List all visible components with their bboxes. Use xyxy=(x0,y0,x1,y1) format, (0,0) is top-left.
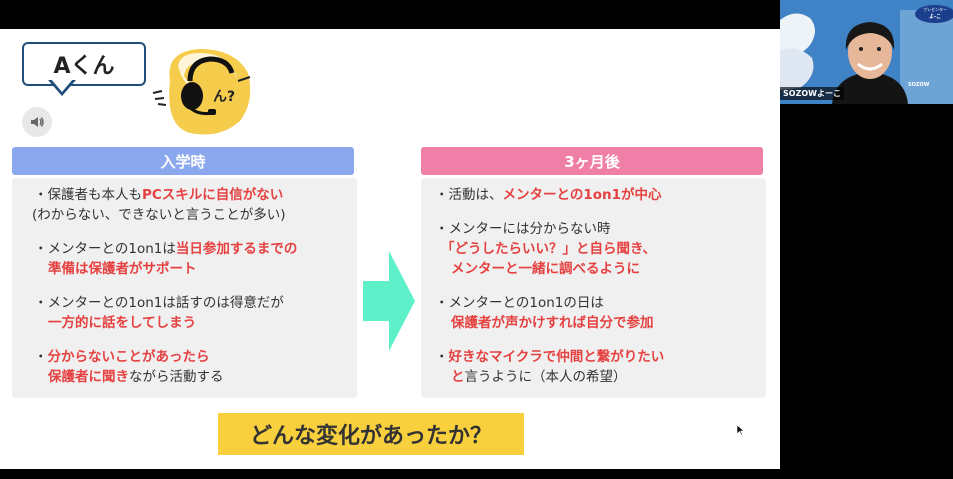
item-text: ・メンターとの1on1の日は xyxy=(435,295,604,311)
list-item: ・保護者も本人もPCスキルに自信がない xyxy=(34,185,283,205)
list-item: 一方的に話をしてしまう xyxy=(48,313,196,333)
after-panel: ・活動は、メンターとの1on1が中心 ・メンターには分からない時 「どうしたらい… xyxy=(421,178,766,398)
presentation-slide: Aくん ん? 入学時 3ヶ月後 ・保護者も本人もPCスキルに自信がない (わから… xyxy=(0,29,780,469)
list-item: 「どうしたらいい？」と自ら聞き、 xyxy=(441,239,656,259)
after-heading: 3ヶ月後 xyxy=(421,147,763,175)
item-highlight: 当日参加するまでの xyxy=(175,241,298,257)
headset-avatar-icon: ん? xyxy=(152,49,251,135)
item-text: ・保護者も本人も xyxy=(34,187,142,203)
arrow-right-icon xyxy=(363,251,415,351)
speech-label: Aくん xyxy=(53,54,115,79)
brand-logo: SOZOW xyxy=(908,82,930,88)
item-highlight: 準備は保護者がサポート xyxy=(48,261,197,277)
item-text: ・ xyxy=(435,349,449,365)
participant-video-frame: プレゼンター よ-こ SOZOW xyxy=(780,0,953,104)
before-heading-text: 入学時 xyxy=(160,152,206,171)
item-highlight: メンターとの1on1が中心 xyxy=(502,187,662,203)
before-panel: ・保護者も本人もPCスキルに自信がない (わからない、できないと言うことが多い)… xyxy=(12,178,357,398)
item-highlight: 一方的に話をしてしまう xyxy=(48,315,197,331)
item-text: 言うように（本人の希望） xyxy=(464,369,627,385)
presenter-badge-mark: よ-こ xyxy=(929,13,941,20)
item-highlight: メンターと一緒に調べるように xyxy=(451,261,640,277)
item-text: ながら活動する xyxy=(129,369,224,385)
item-highlight: 分からないことがあったら xyxy=(47,349,210,365)
speech-tail-inner xyxy=(51,79,73,92)
after-heading-text: 3ヶ月後 xyxy=(564,152,620,171)
list-item: 保護者に聞きながら活動する xyxy=(48,367,224,387)
item-text: ・メンターとの1on1は話すのは得意だが xyxy=(34,295,284,311)
item-highlight: 「どうしたらいい？」と自ら聞き、 xyxy=(441,241,657,257)
speech-bubble: Aくん xyxy=(22,42,146,86)
list-item: ・分からないことがあったら xyxy=(34,347,210,367)
avatar-mark: ん? xyxy=(213,89,235,105)
question-text: どんな変化があったか？ xyxy=(249,424,492,449)
item-highlight: PCスキルに自信がない xyxy=(142,187,284,203)
item-text: ・ xyxy=(34,349,48,365)
item-highlight: 保護者が声かけすれば自分で参加 xyxy=(451,315,654,331)
item-highlight: 好きなマイクラで仲間と繋がりたい xyxy=(448,349,665,365)
item-text: ・活動は、 xyxy=(435,187,503,203)
speaker-button[interactable] xyxy=(22,107,52,137)
list-item: ・好きなマイクラで仲間と繋がりたい xyxy=(435,347,664,367)
item-highlight: と xyxy=(451,369,465,385)
list-item: ・メンターとの1on1は当日参加するまでの xyxy=(34,239,297,259)
list-item: ・メンターには分からない時 xyxy=(435,219,611,239)
list-item: と言うように（本人の希望） xyxy=(451,367,627,387)
question-banner: どんな変化があったか？ xyxy=(218,413,524,455)
before-heading: 入学時 xyxy=(12,147,354,175)
list-item: ・活動は、メンターとの1on1が中心 xyxy=(435,185,662,205)
item-highlight: 保護者に聞き xyxy=(48,369,129,385)
list-item: (わからない、できないと言うことが多い) xyxy=(32,205,286,225)
item-text: (わからない、できないと言うことが多い) xyxy=(32,207,286,223)
item-text: ・メンターには分からない時 xyxy=(435,221,611,237)
list-item: ・メンターとの1on1の日は xyxy=(435,293,604,313)
participant-video[interactable]: プレゼンター よ-こ SOZOW xyxy=(780,0,953,104)
list-item: ・メンターとの1on1は話すのは得意だが xyxy=(34,293,284,313)
list-item: 保護者が声かけすれば自分で参加 xyxy=(451,313,654,333)
list-item: 準備は保護者がサポート xyxy=(48,259,197,279)
cursor-icon xyxy=(737,425,745,435)
item-text: ・メンターとの1on1は xyxy=(34,241,176,257)
list-item: メンターと一緒に調べるように xyxy=(451,259,640,279)
speaker-icon xyxy=(31,117,44,127)
participant-name: SOZOWよーこ xyxy=(780,87,844,100)
presenter-badge: プレゼンター xyxy=(923,6,947,12)
